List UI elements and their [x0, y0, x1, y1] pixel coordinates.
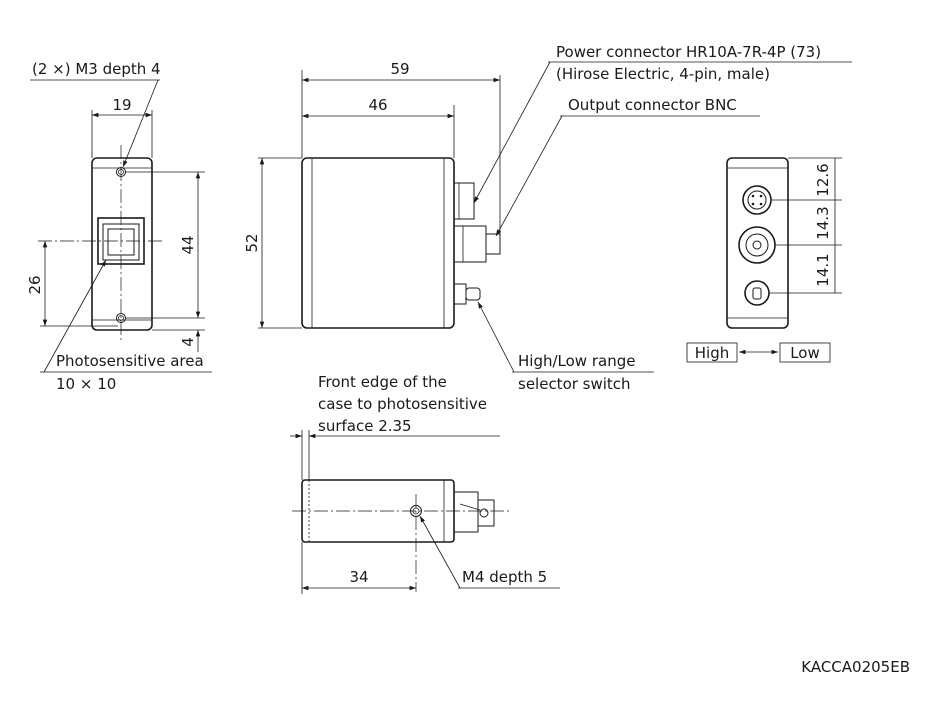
photosensitive-area-label: Photosensitive area: [56, 352, 204, 370]
rear-dim-top: 12.6: [814, 163, 832, 196]
output-connector-label: Output connector BNC: [568, 96, 737, 114]
range-switch: [453, 283, 467, 305]
power-connector-sublabel: (Hirose Electric, 4-pin, male): [556, 65, 770, 83]
power-connector-label: Power connector HR10A-7R-4P (73): [556, 43, 821, 61]
rear-view-body: [726, 157, 789, 329]
front-view-body: [91, 157, 153, 331]
switch-low-label: Low: [790, 344, 820, 362]
rear-view: 12.6 14.3 14.1 High Low: [686, 157, 842, 363]
bottom-view: Front edge of the case to photosensitive…: [290, 373, 560, 594]
side-view: 59 46 52 Power connector HR10A-7R-4P (73…: [243, 43, 852, 393]
front-offset-dim: 26: [26, 275, 44, 294]
switch-high-label: High: [695, 344, 729, 362]
high-box: [686, 342, 738, 363]
power-connector: [453, 182, 475, 220]
front-view: 19 44 26 4 (2 ×) M3 depth 4 Photosensiti…: [26, 60, 212, 393]
switch-sublabel: selector switch: [518, 375, 631, 393]
bottom-connector: [453, 491, 479, 533]
rear-dim-middle: 14.3: [814, 206, 832, 239]
side-height-dim: 52: [243, 233, 261, 252]
bottom-hole-label: M4 depth 5: [462, 568, 547, 586]
photosensitive-area-size: 10 × 10: [56, 375, 116, 393]
front-width-dim: 19: [112, 96, 131, 114]
side-case-length-dim: 46: [368, 96, 387, 114]
side-overall-length-dim: 59: [390, 60, 409, 78]
bottom-note-line2: case to photosensitive: [318, 395, 487, 413]
side-view-body: [301, 157, 455, 329]
low-box: [779, 342, 831, 363]
front-hole-label: (2 ×) M3 depth 4: [32, 60, 161, 78]
bottom-hole-offset-dim: 34: [349, 568, 368, 586]
bottom-note-line1: Front edge of the: [318, 373, 447, 391]
rear-dim-bottom: 14.1: [814, 253, 832, 286]
bottom-note-line3: surface 2.35: [318, 417, 412, 435]
front-bottom-dim: 4: [179, 337, 197, 347]
drawing-code: KACCA0205EB: [801, 658, 910, 676]
switch-label: High/Low range: [518, 352, 635, 370]
bnc-connector: [453, 225, 487, 263]
front-height-dim: 44: [179, 235, 197, 254]
